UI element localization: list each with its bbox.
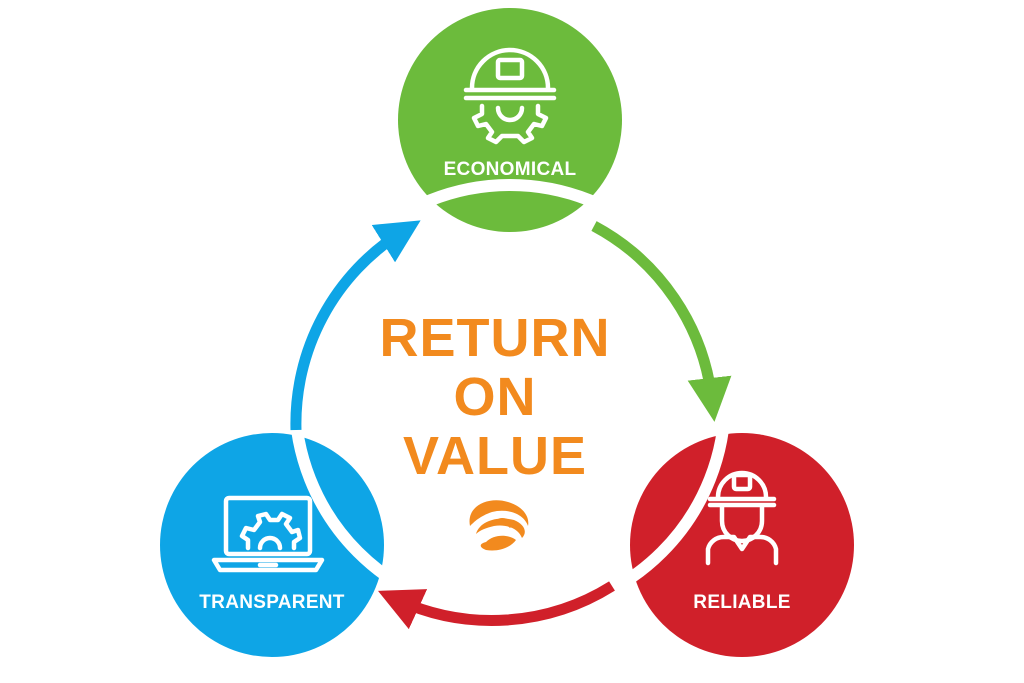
arrow-transparent-to-economical xyxy=(290,220,421,431)
node-label-reliable: RELIABLE xyxy=(693,592,790,613)
swirl-logo-icon xyxy=(469,500,529,551)
laptop-gear-icon xyxy=(211,495,325,573)
node-label-economical: ECONOMICAL xyxy=(444,159,577,180)
center-title-line-2: ON xyxy=(454,367,537,427)
worker-hardhat-icon xyxy=(705,470,779,566)
arrow-reliable-to-transparent xyxy=(377,581,615,630)
center-title-line-3: VALUE xyxy=(403,426,587,486)
arrow-economical-to-reliable xyxy=(591,221,732,422)
hardhat-gear-icon xyxy=(463,47,557,145)
center-title-line-1: RETURN xyxy=(380,308,611,368)
node-circle-transparent xyxy=(160,433,384,657)
node-label-transparent: TRANSPARENT xyxy=(199,592,345,613)
